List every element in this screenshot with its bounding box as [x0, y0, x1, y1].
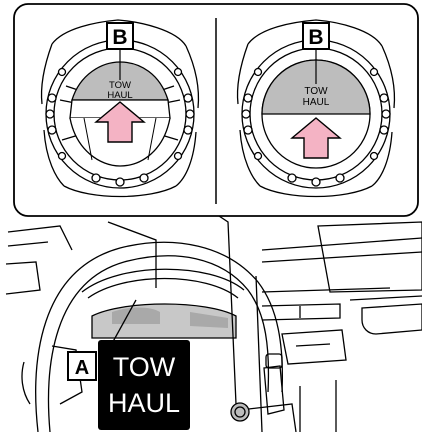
indicator-line2: HAUL [108, 388, 180, 418]
right-knob-label-line2: HAUL [303, 97, 330, 108]
dashboard-illustration [6, 210, 422, 432]
indicator-group: A TOW HAUL [68, 340, 190, 430]
indicator-line1: TOW [113, 352, 176, 382]
left-callout-b: B [112, 26, 127, 49]
indicator-callout-a: A [75, 357, 89, 379]
left-knob-label-line2: HAUL [107, 90, 132, 101]
right-callout-b: B [308, 26, 323, 49]
right-knob-label-line1: TOW [304, 86, 328, 97]
